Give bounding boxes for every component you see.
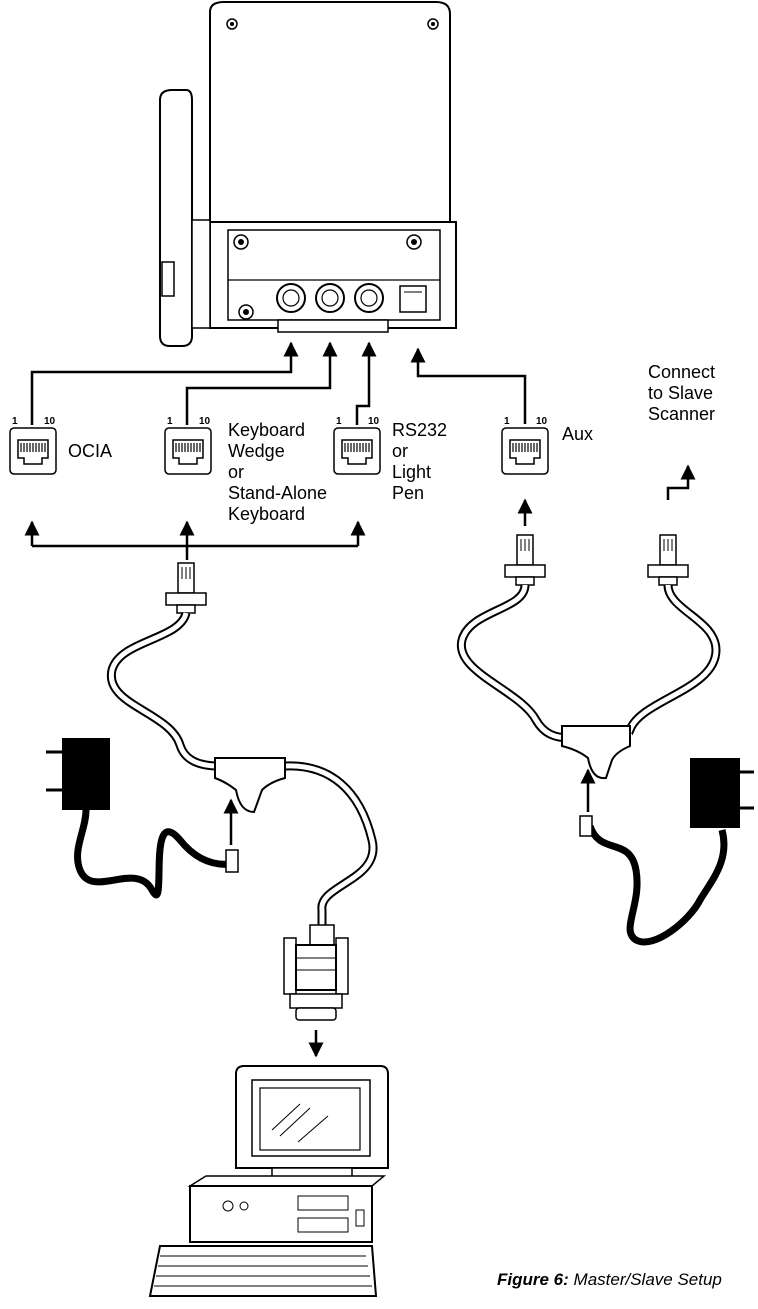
figure-caption: Figure 6: Master/Slave Setup: [497, 1270, 722, 1290]
keyboard-port-jack: [164, 427, 212, 475]
host-y-cable: [106, 562, 378, 1058]
keyboard-pin-1-label: 1: [167, 416, 173, 427]
figure-number: Figure 6:: [497, 1270, 569, 1289]
keyboard-port-label: Keyboard Wedge or Stand-Alone Keyboard: [228, 420, 328, 524]
slave-scanner-note: Connect to Slave Scanner: [648, 362, 716, 424]
rs232-port-jack: [333, 427, 381, 475]
left-power-supply: [46, 738, 239, 899]
ocia-pin-1-label: 1: [12, 416, 18, 427]
aux-port-jack: [501, 427, 549, 475]
scanner-base-unit: [159, 1, 457, 347]
port-connection-lines: [30, 341, 527, 425]
rs232-port-label: RS232 or Light Pen: [392, 420, 448, 503]
aux-y-cable: [456, 464, 721, 812]
right-power-supply: [579, 758, 754, 946]
ocia-pin-10-label: 10: [44, 416, 56, 427]
rs232-pin-10-label: 10: [368, 416, 380, 427]
rs232-pin-1-label: 1: [336, 416, 342, 427]
aux-pin-10-label: 10: [536, 416, 548, 427]
aux-pin-1-label: 1: [504, 416, 510, 427]
host-computer: [148, 1065, 389, 1297]
ocia-port-label: OCIA: [68, 441, 113, 461]
aux-port-label: Aux: [562, 424, 594, 444]
host-cable-bracket: [24, 520, 366, 560]
keyboard-pin-10-label: 10: [199, 416, 211, 427]
ocia-port-jack: [9, 427, 57, 475]
figure-title: Master/Slave Setup: [573, 1270, 722, 1289]
